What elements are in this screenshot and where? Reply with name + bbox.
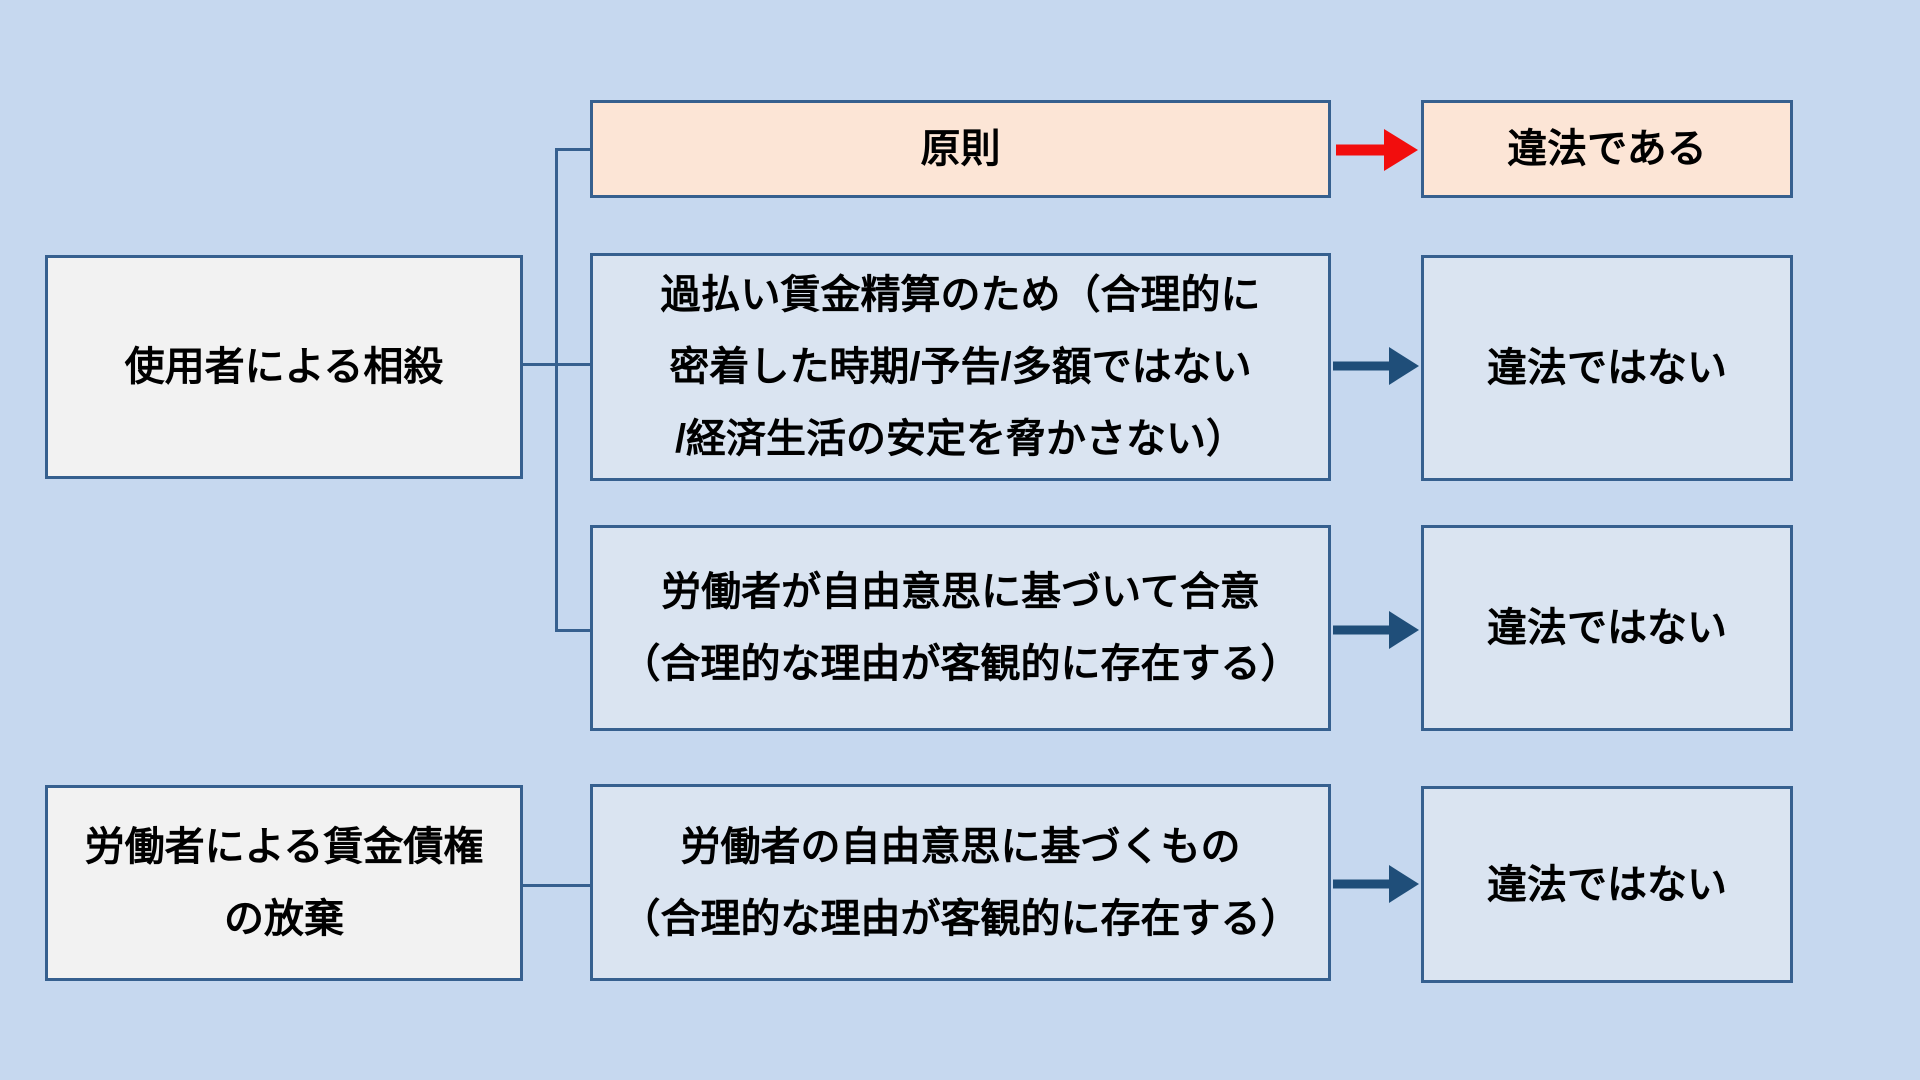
node-illegal: 違法である — [1421, 100, 1793, 198]
connector-employer-to-agreement — [555, 629, 590, 632]
arrow-head — [1389, 611, 1419, 649]
arrow-shaft — [1333, 879, 1395, 889]
node-not-illegal-row3: 違法ではない — [1421, 525, 1793, 731]
node-overpaid-settlement: 過払い賃金精算のため（合理的に 密着した時期/予告/多額ではない /経済生活の安… — [590, 253, 1331, 481]
arrow-freewill-to-not-illegal-icon — [1333, 863, 1419, 905]
connector-employer-elbow-vertical — [555, 149, 558, 632]
connector-waiver-to-freewill — [523, 884, 590, 887]
arrow-head — [1389, 347, 1419, 385]
connector-employer-to-overpaid — [523, 363, 590, 366]
arrow-shaft — [1336, 144, 1392, 156]
arrow-head — [1389, 865, 1419, 903]
connector-employer-to-principle — [555, 148, 590, 151]
arrow-overpaid-to-not-illegal-icon — [1333, 345, 1419, 387]
node-free-will-agreement: 労働者が自由意思に基づいて合意 （合理的な理由が客観的に存在する） — [590, 525, 1331, 731]
node-not-illegal-row4: 違法ではない — [1421, 786, 1793, 983]
node-not-illegal-row2: 違法ではない — [1421, 255, 1793, 481]
arrow-shaft — [1333, 625, 1395, 635]
arrow-agreement-to-not-illegal-icon — [1333, 609, 1419, 651]
node-free-will-basis: 労働者の自由意思に基づくもの （合理的な理由が客観的に存在する） — [590, 784, 1331, 981]
node-wage-claim-waiver: 労働者による賃金債権 の放棄 — [45, 785, 523, 981]
arrow-principle-to-illegal-icon — [1336, 129, 1418, 171]
arrow-shaft — [1333, 361, 1395, 371]
node-employer-offset: 使用者による相殺 — [45, 255, 523, 479]
arrow-head — [1384, 129, 1418, 171]
node-principle: 原則 — [590, 100, 1331, 198]
